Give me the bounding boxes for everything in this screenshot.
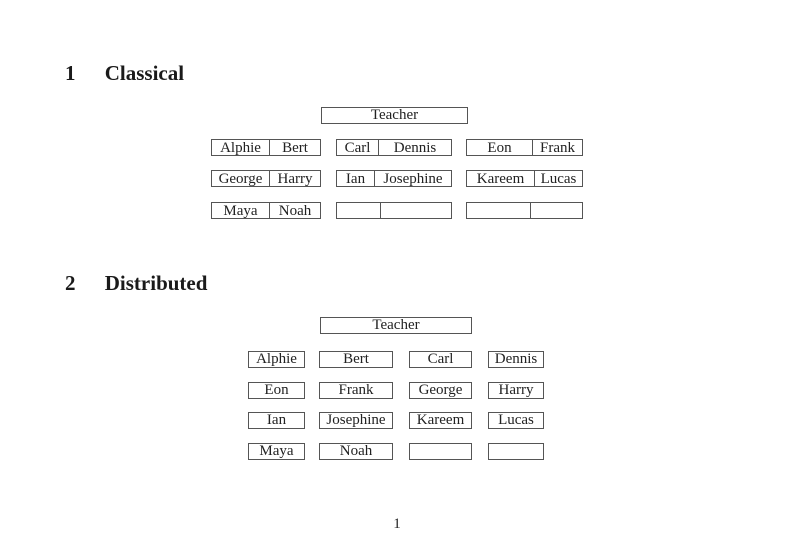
desk: Alphie — [248, 351, 305, 368]
desk: Alphie Bert — [211, 139, 321, 156]
desk: Josephine — [319, 412, 393, 429]
seat: Noah — [269, 203, 320, 218]
desk: Carl Dennis — [336, 139, 452, 156]
seat: Ian — [345, 171, 366, 186]
seat: Lucas — [534, 171, 582, 186]
seat: Carl — [344, 140, 371, 155]
seat: George — [218, 171, 263, 186]
desk: Lucas — [488, 412, 544, 429]
seat: Dennis — [378, 140, 451, 155]
desk: Noah — [319, 443, 393, 460]
desk — [409, 443, 472, 460]
desk: Frank — [319, 382, 393, 399]
seat: Alphie — [220, 140, 261, 155]
desk — [336, 202, 452, 219]
desk: Ian Josephine — [336, 170, 452, 187]
seat: Harry — [269, 171, 320, 186]
desk: Maya Noah — [211, 202, 321, 219]
desk: Dennis — [488, 351, 544, 368]
desk: Carl — [409, 351, 472, 368]
desk — [488, 443, 544, 460]
section-heading-classical: 1 Classical — [65, 61, 185, 85]
seat: Maya — [223, 203, 258, 218]
desk: George Harry — [211, 170, 321, 187]
desk: George — [409, 382, 472, 399]
seat: Bert — [269, 140, 320, 155]
teacher-box: Teacher — [320, 317, 472, 334]
seat — [380, 203, 451, 218]
section-number: 2 — [65, 271, 76, 295]
desk: Bert — [319, 351, 393, 368]
seat — [467, 203, 530, 218]
desk: Kareem Lucas — [466, 170, 583, 187]
desk: Maya — [248, 443, 305, 460]
desk: Ian — [248, 412, 305, 429]
teacher-box: Teacher — [321, 107, 468, 124]
desk: Kareem — [409, 412, 472, 429]
page-number: 1 — [393, 516, 401, 532]
desk: Eon Frank — [466, 139, 583, 156]
section-heading-distributed: 2 Distributed — [65, 271, 208, 295]
section-title: Classical — [104, 61, 185, 85]
desk — [466, 202, 583, 219]
section-number: 1 — [65, 61, 76, 85]
seat: Josephine — [374, 171, 451, 186]
seat — [337, 203, 380, 218]
desk: Harry — [488, 382, 544, 399]
seat: Frank — [532, 140, 582, 155]
section-title: Distributed — [104, 271, 208, 295]
seat: Kareem — [476, 171, 525, 186]
desk: Eon — [248, 382, 305, 399]
seat: Eon — [487, 140, 512, 155]
seat — [530, 203, 582, 218]
